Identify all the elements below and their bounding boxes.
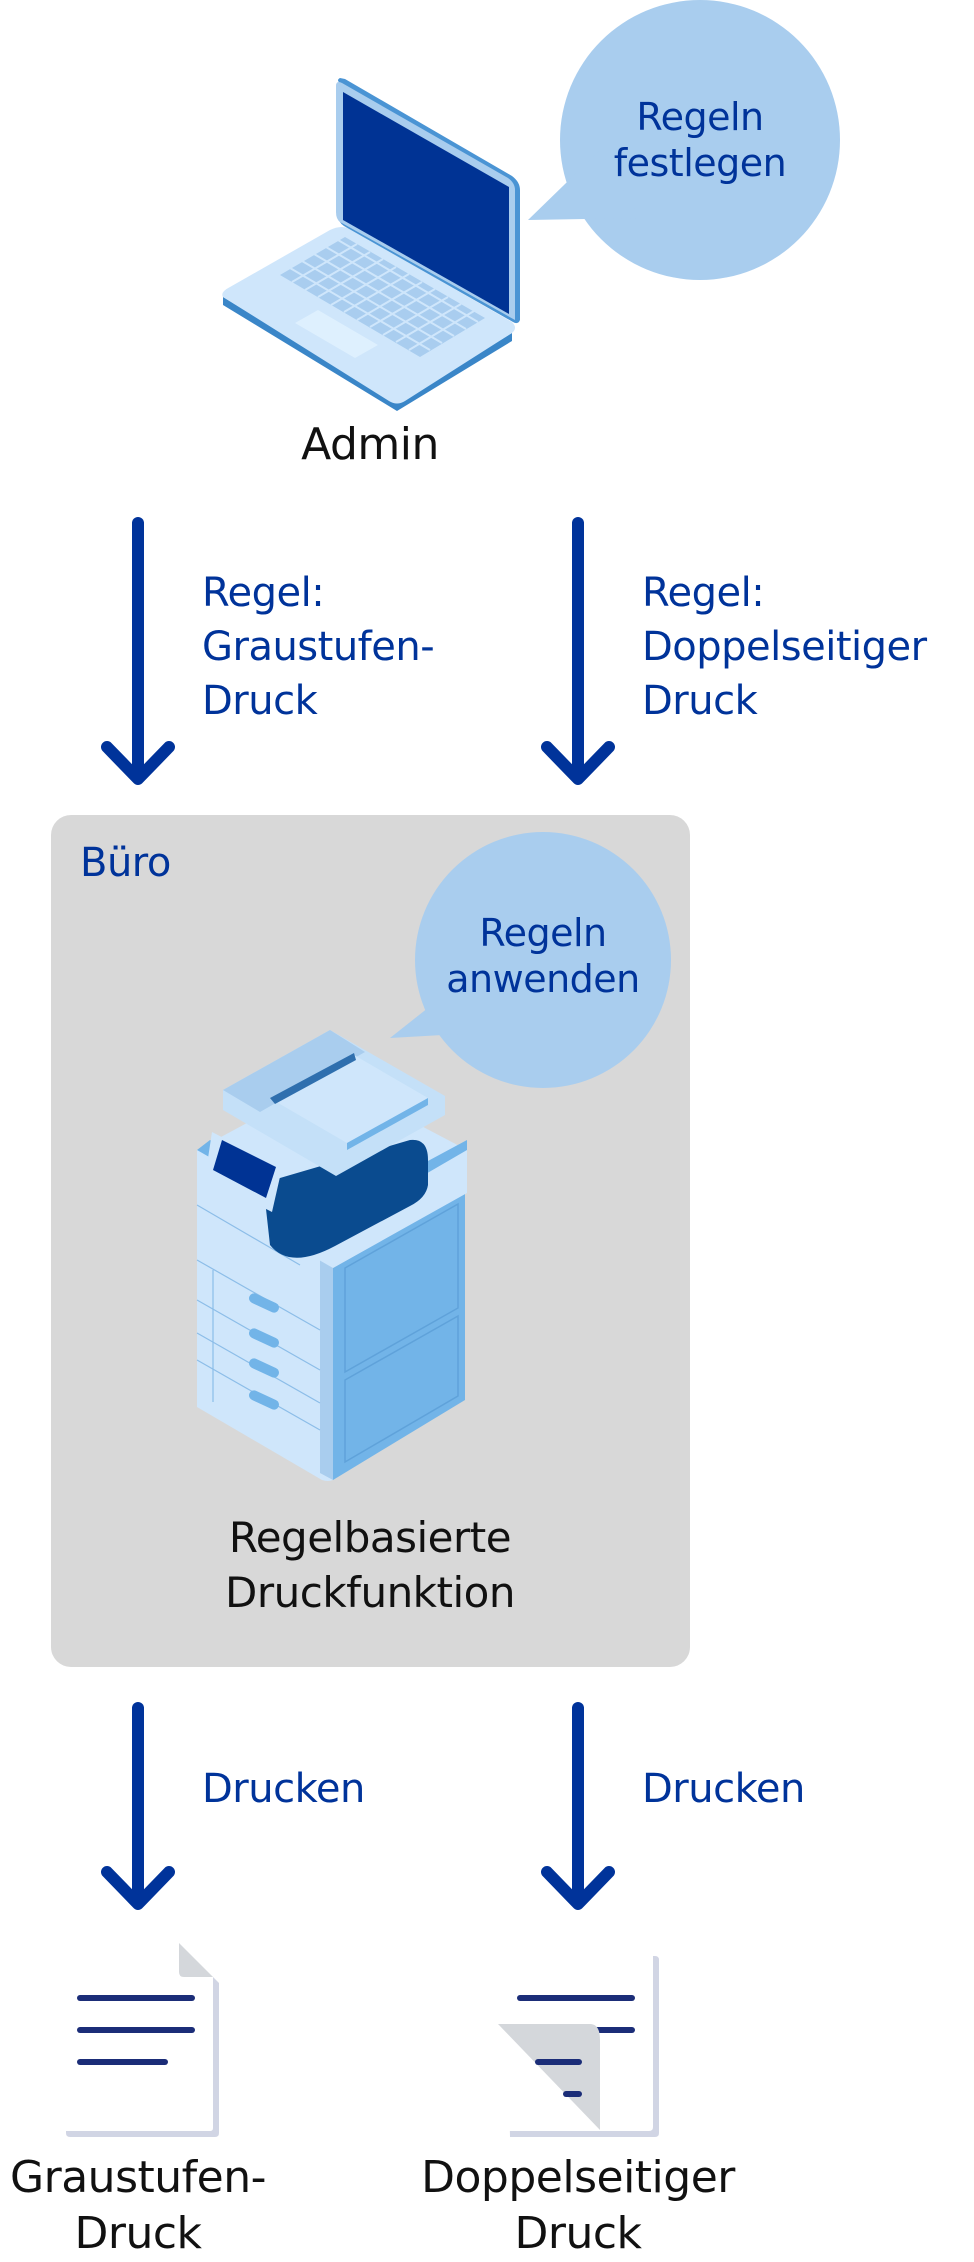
printer-screen — [213, 1140, 276, 1198]
printer-label-line-2: Druckfunktion — [225, 1568, 515, 1617]
output-label-line-1: Graustufen- — [10, 2152, 266, 2203]
rule-label-line-1: Regel: — [202, 570, 325, 616]
doc-fold — [179, 1943, 213, 1977]
bubble-tail — [528, 150, 640, 220]
speech-bubble-set-rules — [528, 0, 840, 280]
print-arrow-right-head — [541, 1866, 615, 1910]
laptop-base-edge — [223, 297, 512, 411]
printer-label: Regelbasierte Druckfunktion — [140, 1510, 600, 1620]
rule-arrow-right-head — [541, 741, 615, 785]
bubble-tail — [390, 1000, 460, 1038]
printer-label-line-1: Regelbasierte — [228, 1513, 512, 1562]
rule-label-grayscale: Regel: Graustufen- Druck — [202, 566, 435, 728]
rule-label-duplex: Regel: Doppelseitiger Druck — [642, 566, 927, 728]
print-label-right: Drucken — [642, 1766, 805, 1812]
printer-document-feeder — [273, 1055, 428, 1143]
bubble-line-2: anwenden — [446, 957, 640, 1001]
rule-label-line-2: Graustufen- — [202, 624, 435, 670]
rule-label-line-3: Druck — [202, 678, 318, 724]
rule-arrow-left-head — [101, 741, 175, 785]
laptop-trackpad — [295, 310, 378, 358]
rule-arrows — [101, 517, 615, 785]
bubble-line-1: Regeln — [636, 95, 764, 139]
print-arrows — [101, 1702, 615, 1910]
bubble-line-2: festlegen — [613, 141, 787, 185]
rule-label-line-2: Doppelseitiger — [642, 624, 927, 670]
office-title: Büro — [80, 840, 171, 886]
doc-peeled-corner — [498, 2024, 600, 2130]
multifunction-printer-icon — [196, 1030, 467, 1481]
bubble-text-set-rules: Regeln festlegen — [600, 94, 800, 186]
print-label-left: Drucken — [202, 1766, 365, 1812]
bubble-circle — [415, 832, 671, 1088]
output-label-line-2: Druck — [514, 2208, 642, 2259]
output-label-line-1: Doppelseitiger — [421, 2152, 735, 2203]
output-label-grayscale: Graustufen- Druck — [0, 2150, 288, 2262]
output-label-duplex: Doppelseitiger Druck — [408, 2150, 748, 2262]
print-arrow-left-head — [101, 1866, 175, 1910]
output-label-line-2: Druck — [74, 2208, 202, 2259]
doc-page — [63, 1940, 213, 2131]
printer-output-tray — [265, 1139, 428, 1258]
doc-text-lines — [77, 1995, 195, 2065]
speech-bubble-apply-rules — [390, 832, 671, 1088]
laptop-screen — [343, 92, 509, 314]
printer-drawer-handles — [249, 1293, 279, 1410]
bubble-line-1: Regeln — [479, 911, 607, 955]
bubble-text-apply-rules: Regeln anwenden — [433, 910, 653, 1002]
admin-label: Admin — [301, 419, 439, 470]
rule-label-line-1: Regel: — [642, 570, 765, 616]
doc-back-text-lines — [535, 2059, 582, 2097]
laptop-keyboard — [280, 237, 485, 357]
keyboard-key-lines — [289, 239, 479, 351]
rule-label-line-3: Druck — [642, 678, 758, 724]
printer-right-side — [333, 1193, 465, 1480]
laptop-icon — [222, 78, 520, 411]
